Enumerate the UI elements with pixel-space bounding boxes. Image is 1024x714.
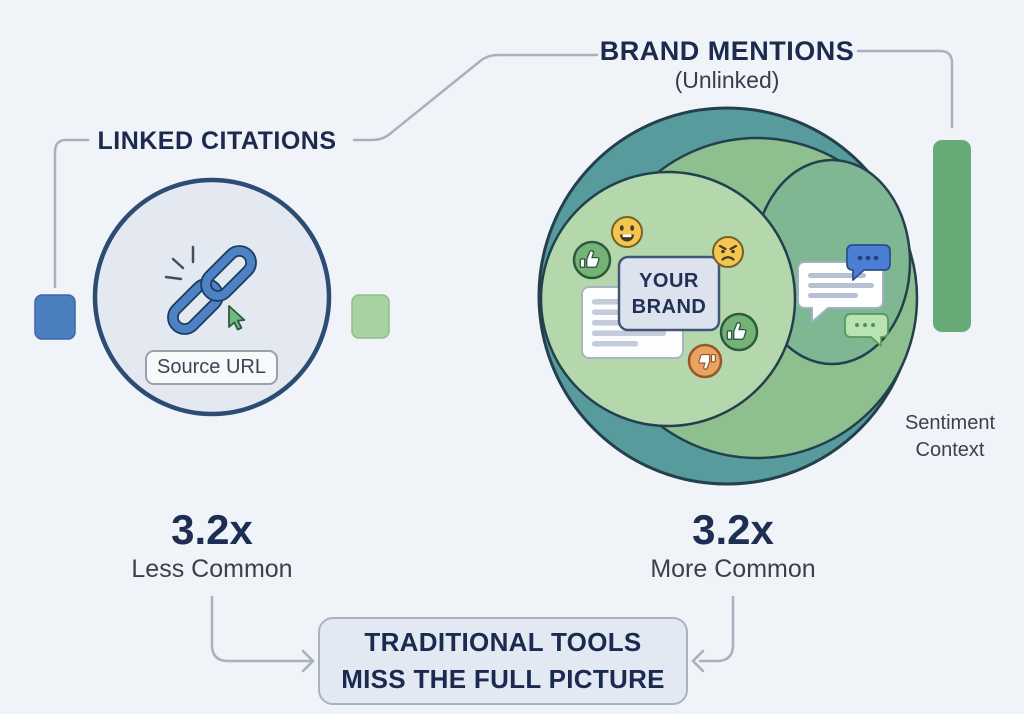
click-sparkles-icon [164, 245, 195, 281]
unlinked-legend-swatch [351, 294, 390, 339]
chat-bubble-blue-icon [846, 244, 891, 281]
connector-less-common-to-box [210, 595, 312, 663]
brand-mentions-venn [537, 106, 919, 486]
linked-citations-stat: 3.2x Less Common [122, 508, 302, 584]
thumbs-up-icon [572, 240, 612, 280]
your-brand-label: YOUR BRAND [631, 269, 707, 318]
linked-citation-circle [92, 177, 332, 417]
linked-citations-heading: LINKED CITATIONS [97, 127, 337, 155]
stat-value-left: 3.2x [171, 506, 253, 553]
stat-label-left: Less Common [131, 555, 293, 583]
angry-face-icon [712, 236, 744, 268]
your-brand-box [617, 255, 721, 332]
brand-mentions-stat: 3.2x More Common [643, 508, 823, 584]
chat-bubble-green-icon [844, 313, 889, 347]
smiley-face-icon [611, 216, 643, 248]
chat-bubble-white-icon [797, 261, 884, 323]
sentiment-context-bar [933, 140, 971, 332]
linked-legend-swatch [34, 294, 76, 340]
stat-value-right: 3.2x [692, 506, 774, 553]
thumbs-up-icon [719, 312, 759, 352]
connector-linked-heading-to-blue-swatch [53, 138, 90, 289]
brand-mentions-heading: BRAND MENTIONS [599, 36, 855, 66]
connector-linked-to-brand-heading [352, 53, 599, 142]
brand-mentions-subheading: (Unlinked) [674, 67, 780, 93]
arrowhead-right-icon [301, 649, 315, 673]
stat-label-right: More Common [650, 555, 816, 583]
connector-more-common-to-box [698, 595, 735, 663]
connector-brand-heading-to-sentiment-bar [856, 49, 954, 129]
source-url-pill [145, 350, 278, 385]
link-icon [167, 245, 257, 335]
sentiment-context-label: Sentiment Context [904, 412, 996, 461]
source-url-label: Source URL [157, 356, 266, 378]
thumbs-down-icon [687, 343, 723, 379]
conclusion-box: TRADITIONAL TOOLS MISS THE FULL PICTURE [318, 617, 688, 705]
cursor-icon [228, 305, 246, 331]
arrowhead-left-icon [691, 649, 705, 673]
